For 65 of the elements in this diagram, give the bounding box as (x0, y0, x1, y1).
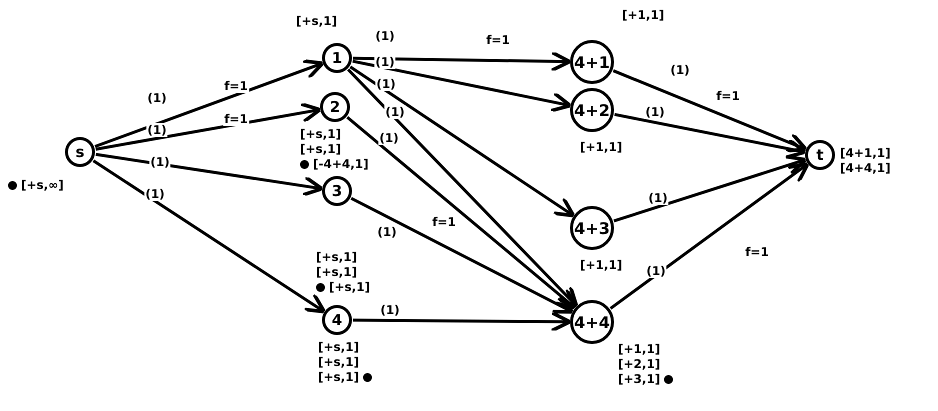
arrow (347, 68, 578, 308)
node-annotation: [+s,1] (318, 370, 360, 385)
node-annotation: [4+4,1] (840, 161, 891, 176)
flow-label: f=1 (223, 112, 249, 126)
node-annotation: [+s,1] (300, 127, 342, 142)
node-annotation: [+1,1] (580, 140, 622, 155)
node-annotation: [+s,1] (316, 250, 358, 265)
node-circle: 2 (320, 92, 350, 122)
node-circle: t (805, 140, 835, 170)
arrow (96, 102, 322, 151)
arrow (352, 50, 572, 72)
node-annotation: [+1,1] (622, 8, 664, 23)
edge-label: (1) (644, 105, 666, 119)
edge-label: (1) (374, 29, 396, 43)
node-circle: 4+2 (570, 88, 614, 132)
node-circle: 1 (322, 43, 352, 73)
arrow (614, 112, 807, 160)
edge-label: (1) (146, 123, 168, 137)
arrow (352, 60, 572, 113)
edge-label: (1) (146, 91, 168, 105)
edge-label: (1) (144, 187, 166, 201)
node-annotation: [+2,1] (618, 357, 660, 372)
node-annotation: [4+1,1] (840, 146, 891, 161)
edge-label: (1) (378, 131, 400, 145)
arrow (612, 69, 808, 153)
node-annotation: [+1,1] (618, 342, 660, 357)
node-annotation: [+s,∞] (21, 178, 64, 193)
flow-label: f=1 (431, 215, 457, 229)
node-circle: 3 (322, 176, 352, 206)
node-annotation: [+1,1] (580, 258, 622, 273)
edge-label: (1) (379, 303, 401, 317)
edge-label: (1) (374, 55, 396, 69)
node-circle: 4 (322, 305, 352, 335)
arrow (94, 59, 325, 148)
arrow (350, 196, 574, 314)
edge-label: (1) (669, 63, 691, 77)
edge-label: (1) (149, 155, 171, 169)
arrow (346, 116, 577, 310)
node-annotation: [+s,1] (329, 280, 370, 295)
node-annotation: [+3,1] (618, 372, 660, 387)
node-circle: 4+1 (570, 40, 614, 84)
edge-label: (1) (375, 77, 397, 91)
node-circle: s (65, 137, 95, 167)
edge-label: (1) (376, 225, 398, 239)
arrow (352, 310, 572, 332)
node-annotation: [+s,1] (318, 340, 360, 355)
flow-label: f=1 (223, 79, 249, 93)
arrow (349, 66, 576, 218)
node-circle: 4+4 (570, 300, 614, 344)
flow-label: f=1 (744, 245, 770, 259)
node-annotation: [+s,1] (318, 355, 360, 370)
node-circle: 4+3 (570, 206, 614, 250)
node-annotation: [+s,1] (316, 265, 358, 280)
arrow (610, 162, 810, 310)
edge-label: (1) (647, 191, 669, 205)
node-annotation: [-4+4,1] (313, 157, 369, 172)
flow-label: f=1 (485, 33, 511, 47)
arrow (613, 154, 808, 222)
arrow (92, 160, 326, 314)
node-annotation: [+s,1] (300, 142, 342, 157)
flow-label: f=1 (715, 89, 741, 103)
arrow (96, 152, 324, 197)
edge-label: (1) (384, 105, 406, 119)
edge-label: (1) (645, 264, 667, 278)
node-annotation: [+s,1] (296, 14, 338, 29)
